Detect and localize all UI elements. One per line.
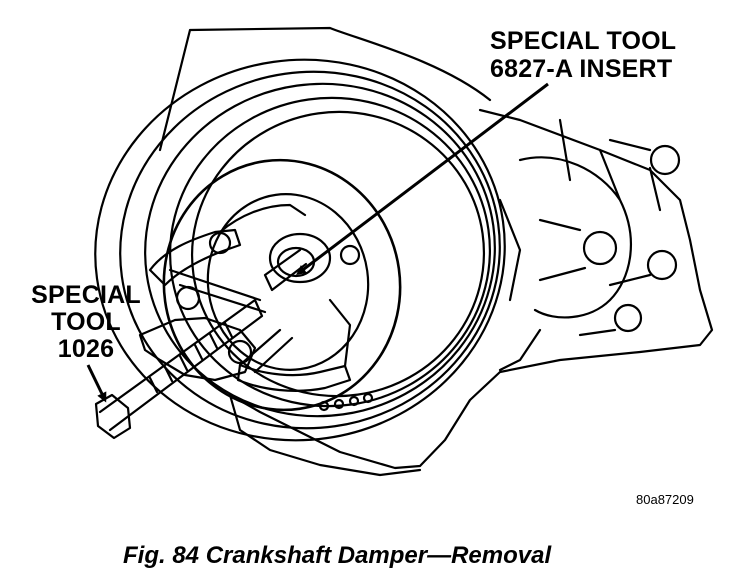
oil-pan-edge bbox=[228, 393, 422, 477]
insert-tool-label-line2: 6827-A INSERT bbox=[490, 55, 673, 83]
puller-tool-label-line2: TOOL bbox=[51, 308, 121, 336]
puller-arm-lower bbox=[238, 298, 352, 374]
timing-hole bbox=[333, 398, 345, 410]
insert-leader-arrow bbox=[296, 82, 549, 276]
puller-leader-arrow bbox=[86, 364, 107, 403]
puller-arm-upper bbox=[168, 203, 307, 314]
bolt-boss-1 bbox=[582, 230, 618, 266]
screw-threads bbox=[148, 321, 234, 394]
yoke-bolt bbox=[208, 231, 232, 255]
damper-groove-1 bbox=[119, 70, 501, 430]
figure-caption: Fig. 84 Crankshaft Damper—Removal bbox=[123, 542, 552, 569]
damper-outer-rim bbox=[94, 58, 506, 442]
puller-jaw-upper bbox=[148, 228, 242, 287]
yoke-bolt bbox=[227, 339, 253, 365]
crankshaft-hub bbox=[268, 232, 332, 284]
puller-tool-label-line1: SPECIAL bbox=[31, 281, 141, 309]
puller-jaw-lower bbox=[236, 363, 352, 392]
damper-groove-4 bbox=[190, 110, 486, 398]
bolt-boss-3 bbox=[646, 249, 678, 281]
casting-ribs bbox=[498, 138, 652, 372]
puller-yoke bbox=[138, 316, 257, 382]
timing-hole bbox=[318, 400, 330, 412]
damper-groove-2 bbox=[144, 82, 496, 418]
puller-tool-label-line3: 1026 bbox=[57, 335, 115, 363]
insert-tool-label-line1: SPECIAL TOOL bbox=[490, 27, 677, 55]
bolt-boss-2 bbox=[649, 144, 681, 176]
damper-face bbox=[162, 158, 402, 412]
bolt-boss-4 bbox=[613, 303, 643, 333]
figure-id: 80a87209 bbox=[636, 492, 694, 507]
timing-hole bbox=[362, 392, 374, 404]
timing-cover-casting bbox=[498, 118, 662, 319]
damper-inner-ring bbox=[206, 193, 370, 371]
forcing-screw bbox=[98, 298, 264, 432]
hex-head bbox=[94, 393, 132, 440]
timing-hole bbox=[348, 395, 360, 407]
yoke-bolt bbox=[175, 285, 201, 311]
yoke-bolt bbox=[339, 244, 361, 266]
engine-block-outline bbox=[158, 26, 714, 470]
